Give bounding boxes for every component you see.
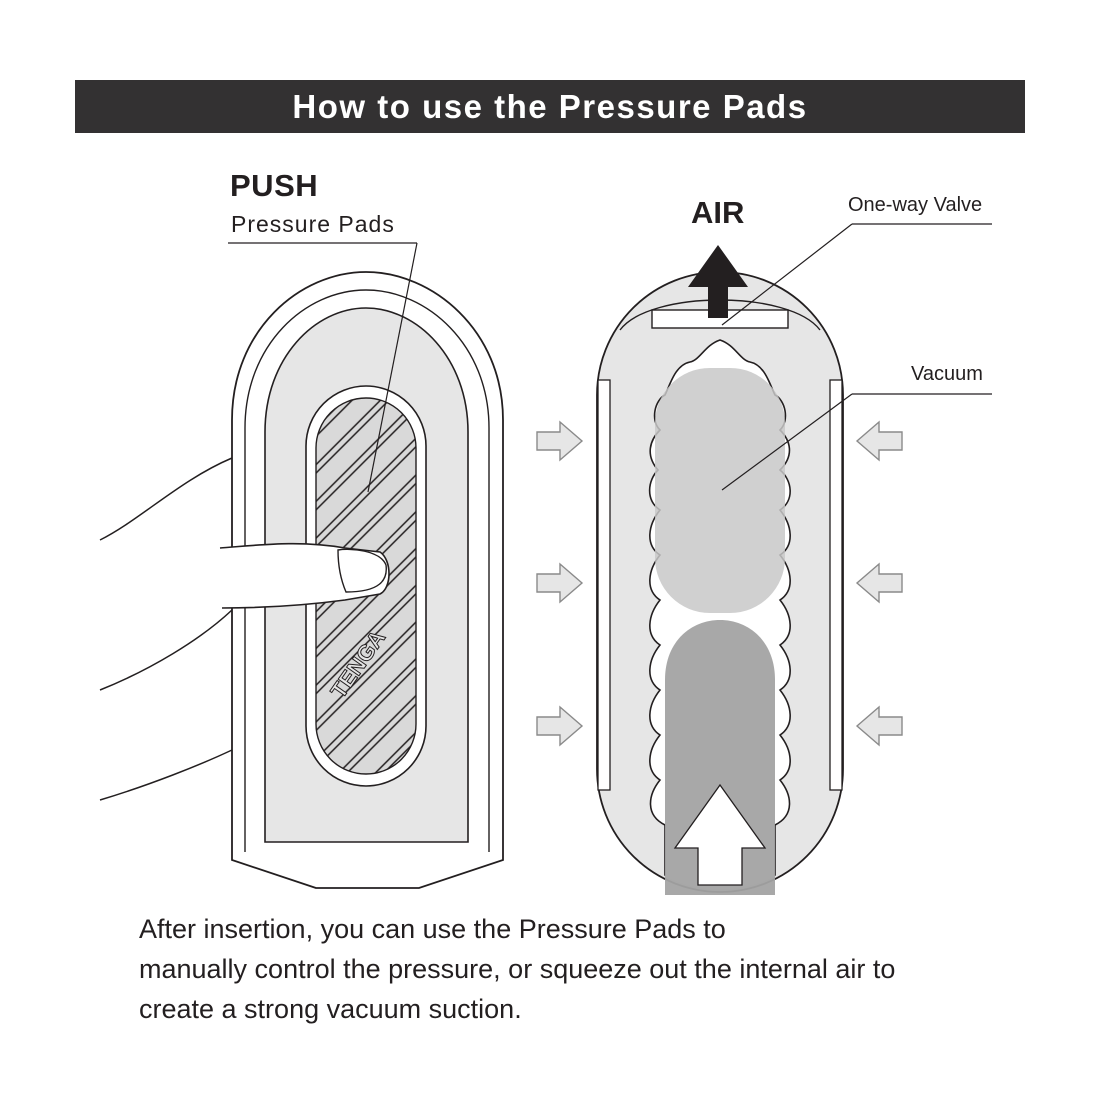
arrow-left-1 <box>855 420 903 462</box>
push-label: PUSH <box>230 168 319 203</box>
left-device: TENGA <box>99 242 504 889</box>
arrow-right-2 <box>536 562 584 604</box>
arrow-right-3 <box>536 705 584 747</box>
pressure-pads-label: Pressure Pads <box>231 211 395 237</box>
right-device <box>596 223 992 895</box>
vacuum-label: Vacuum <box>911 363 983 385</box>
arrow-left-2 <box>855 562 903 604</box>
arrow-left-3 <box>855 705 903 747</box>
hand <box>99 457 233 541</box>
arrow-right-1 <box>536 420 584 462</box>
caption-line-2: manually control the pressure, or squeez… <box>139 954 896 984</box>
air-label: AIR <box>691 195 745 230</box>
squeeze-arrows <box>536 420 903 747</box>
title-bar: How to use the Pressure Pads <box>75 80 1025 133</box>
caption-line-3: create a strong vacuum suction. <box>139 994 522 1024</box>
caption-line-1: After insertion, you can use the Pressur… <box>139 914 726 944</box>
vacuum-region <box>655 368 785 613</box>
one-way-valve-label: One-way Valve <box>848 194 983 216</box>
caption: After insertion, you can use the Pressur… <box>139 909 1019 1029</box>
insertion-arrow <box>673 783 767 886</box>
air-arrow <box>688 245 748 318</box>
